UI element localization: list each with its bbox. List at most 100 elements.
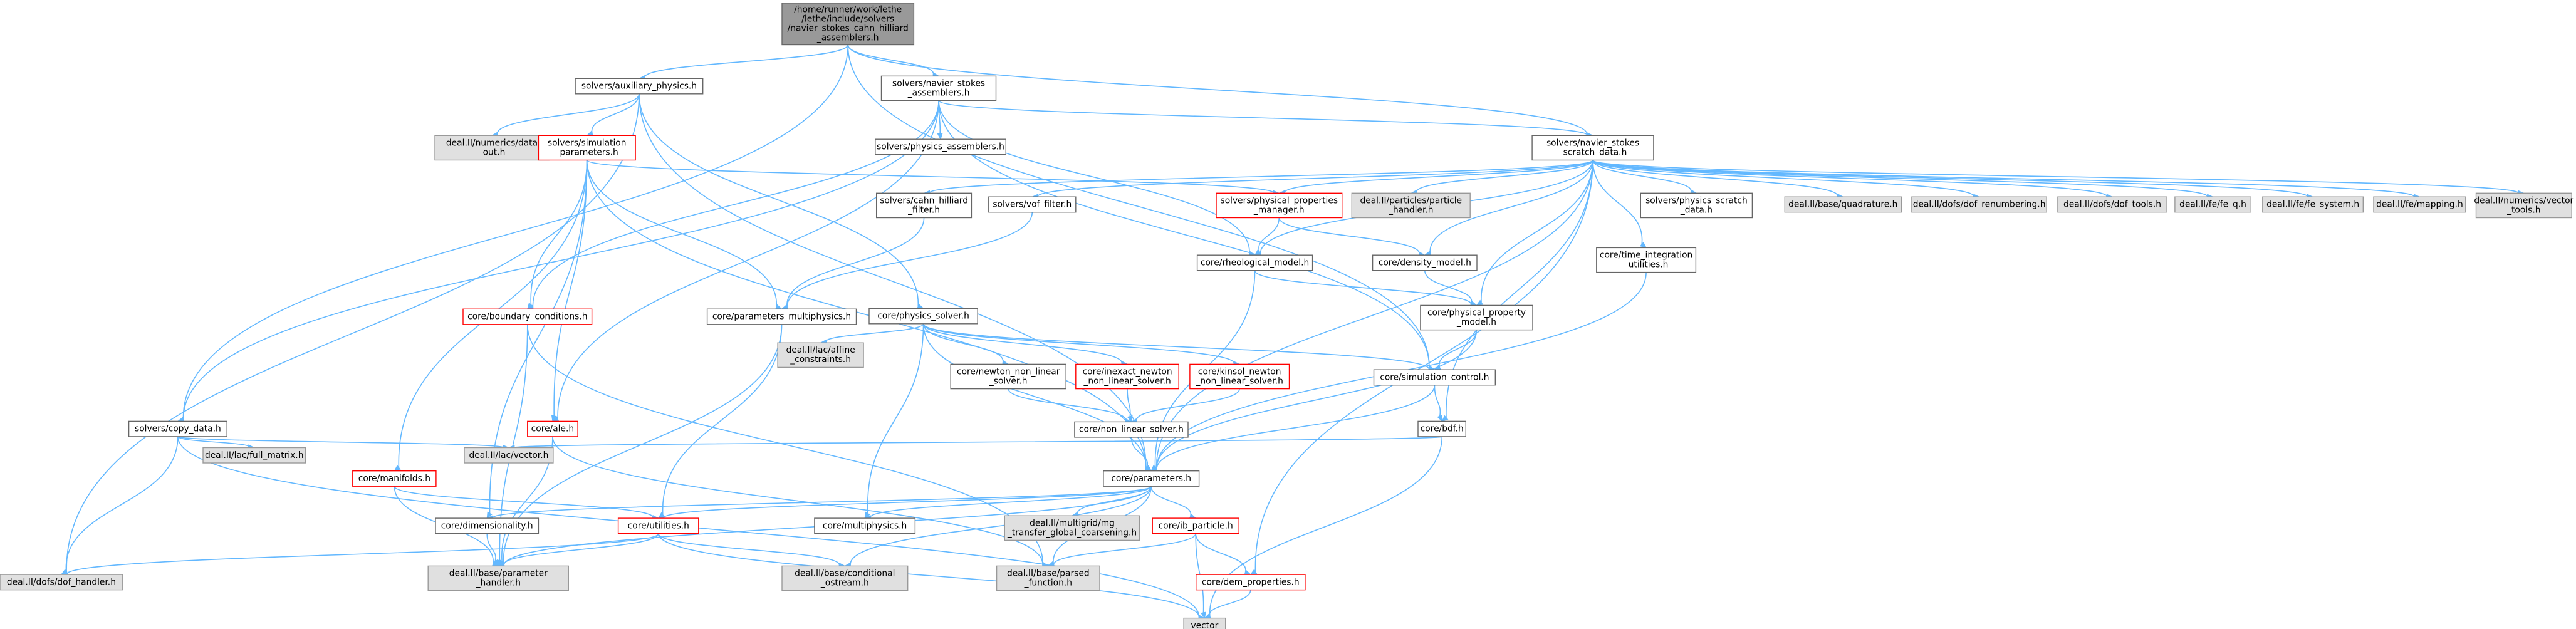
node-physscr[interactable]: solvers/physics_scratch_data.h — [1640, 192, 1753, 219]
node-pmp[interactable]: core/parameters_multiphysics.h — [706, 308, 857, 325]
edge-line — [1195, 533, 1204, 613]
node-density[interactable]: core/density_model.h — [1372, 254, 1478, 271]
node-box — [462, 308, 593, 325]
node-physprop[interactable]: solvers/physical_properties_manager.h — [1216, 192, 1343, 219]
node-label-line: _transfer_global_coarsening.h — [1007, 528, 1137, 538]
node-demprop[interactable]: core/dem_properties.h — [1195, 574, 1306, 591]
edge-bdf-to-vector — [1204, 436, 1442, 619]
node-box — [706, 308, 857, 325]
node-box — [1640, 192, 1753, 219]
edge-line — [1254, 270, 1472, 305]
node-affine[interactable]: deal.II/lac/affine_constraints.h — [777, 342, 864, 368]
node-label-line: solvers/navier_stokes — [892, 78, 985, 88]
edge-line — [591, 93, 640, 134]
node-box — [868, 308, 978, 325]
edge-aux-to-dofhandler — [60, 93, 640, 575]
node-mapping[interactable]: deal.II/fe/mapping.h — [2373, 196, 2466, 213]
edge-line — [530, 160, 588, 305]
node-label-line: deal.II/numerics/data — [446, 138, 538, 148]
edge-params-to-ibparticle — [1150, 486, 1197, 519]
edge-arrowhead — [1639, 241, 1647, 249]
node-root[interactable]: /home/runner/work/lethe/lethe/include/so… — [781, 3, 915, 46]
node-multiphysics[interactable]: core/multiphysics.h — [814, 517, 916, 534]
edge-line — [786, 217, 925, 308]
edge-physprop-to-density — [1278, 217, 1426, 257]
node-box — [527, 420, 578, 437]
node-box — [950, 363, 1066, 390]
node-parsedfunc[interactable]: deal.II/base/parsed_function.h — [996, 565, 1100, 591]
edge-line — [514, 436, 1442, 449]
edge-psolver-to-affine — [820, 323, 924, 345]
node-label-line: core/parameters.h — [1111, 474, 1191, 484]
node-box — [464, 447, 554, 464]
node-simctrl[interactable]: core/simulation_control.h — [1373, 369, 1496, 386]
node-bdf[interactable]: core/bdf.h — [1417, 420, 1467, 437]
node-rheo[interactable]: core/rheological_model.h — [1196, 254, 1313, 271]
node-ale[interactable]: core/ale.h — [527, 420, 578, 437]
node-box — [435, 517, 540, 534]
node-feq[interactable]: deal.II/fe/fe_q.h — [2174, 196, 2251, 213]
node-label-line: _function.h — [1024, 578, 1072, 588]
edge-line — [847, 44, 1430, 368]
node-fesys[interactable]: deal.II/fe/fe_system.h — [2262, 196, 2364, 213]
node-lacvec[interactable]: deal.II/lac/vector.h — [464, 447, 554, 464]
edge-line — [870, 486, 1152, 519]
edge-ibparticle-to-demprop — [1195, 533, 1252, 576]
node-util[interactable]: core/utilities.h — [617, 517, 699, 534]
node-vectools[interactable]: deal.II/numerics/vector_tools.h — [2474, 192, 2574, 219]
node-newton[interactable]: core/newton_non_linear_solver.h — [950, 363, 1066, 390]
node-box — [352, 470, 437, 487]
node-box — [1196, 254, 1313, 271]
node-aux[interactable]: solvers/auxiliary_physics.h — [575, 78, 704, 95]
node-psolver[interactable]: core/physics_solver.h — [868, 308, 978, 325]
node-nsscr[interactable]: solvers/navier_stokes_scratch_data.h — [1531, 135, 1654, 161]
node-label-line: _utilities.h — [1624, 260, 1669, 270]
node-label-line: deal.II/particles/particle — [1360, 195, 1462, 205]
node-box — [1216, 192, 1343, 219]
edge-arrowhead — [864, 511, 870, 519]
node-manifolds[interactable]: core/manifolds.h — [352, 470, 437, 487]
node-chfilter[interactable]: solvers/cahn_hilliard_filter.h — [875, 192, 973, 219]
node-nls[interactable]: core/non_linear_solver.h — [1074, 421, 1189, 438]
node-dim[interactable]: core/dimensionality.h — [435, 517, 540, 534]
node-mgcoarse[interactable]: deal.II/multigrid/mg_transfer_global_coa… — [1004, 515, 1140, 541]
node-voffilter[interactable]: solvers/vof_filter.h — [988, 196, 1077, 213]
node-label-line: deal.II/multigrid/mg — [1030, 518, 1115, 528]
node-box — [875, 138, 1007, 155]
node-vector[interactable]: vector — [1183, 617, 1226, 629]
node-copydata[interactable]: solvers/copy_data.h — [128, 420, 227, 437]
node-doftools[interactable]: deal.II/dofs/dof_tools.h — [2057, 196, 2167, 213]
edge-nsasm-to-nsscr — [938, 100, 1594, 138]
node-paramhandler[interactable]: deal.II/base/parameter_handler.h — [427, 565, 570, 591]
node-box — [880, 75, 997, 101]
node-box — [1075, 363, 1179, 390]
node-timeint[interactable]: core/time_integration_utilities.h — [1596, 247, 1697, 273]
node-particles[interactable]: deal.II/particles/particle_handler.h — [1351, 192, 1471, 219]
node-box — [1531, 135, 1654, 161]
node-fullmat[interactable]: deal.II/lac/full_matrix.h — [202, 447, 306, 464]
node-label-line: _data.h — [1680, 205, 1713, 215]
node-bc[interactable]: core/boundary_conditions.h — [462, 308, 593, 325]
node-physasm[interactable]: solvers/physics_assemblers.h — [875, 138, 1007, 155]
node-physmodel[interactable]: core/physical_property_model.h — [1420, 304, 1533, 331]
edge-line — [1150, 486, 1191, 517]
node-nsasm[interactable]: solvers/navier_stokes_assemblers.h — [880, 75, 997, 101]
node-inexact[interactable]: core/inexact_newton_non_linear_solver.h — [1075, 363, 1179, 390]
edge-line — [394, 486, 654, 519]
node-dofren[interactable]: deal.II/dofs/dof_renumbering.h — [1911, 196, 2047, 213]
edge-arrowhead — [937, 133, 943, 140]
node-simparam[interactable]: solvers/simulation_parameters.h — [538, 135, 636, 161]
node-kinsol[interactable]: core/kinsol_newton_non_linear_solver.h — [1189, 363, 1290, 390]
node-dofhandler[interactable]: deal.II/dofs/dof_handler.h — [0, 574, 123, 591]
edge-ale-to-parsedfunc — [552, 436, 1050, 568]
edge-line — [1037, 159, 1593, 197]
node-condostream[interactable]: deal.II/base/conditional_ostream.h — [781, 565, 909, 591]
edge-line — [1592, 160, 1643, 244]
node-quad[interactable]: deal.II/base/quadrature.h — [1784, 196, 1902, 213]
node-label-line: _constraints.h — [790, 355, 851, 365]
node-dataout[interactable]: deal.II/numerics/data_out.h — [434, 135, 550, 161]
node-label-line: /home/runner/work/lethe — [794, 5, 902, 15]
node-params[interactable]: core/parameters.h — [1103, 470, 1200, 487]
node-ibparticle[interactable]: core/ib_particle.h — [1152, 517, 1239, 534]
node-label-line: core/manifolds.h — [358, 474, 430, 484]
